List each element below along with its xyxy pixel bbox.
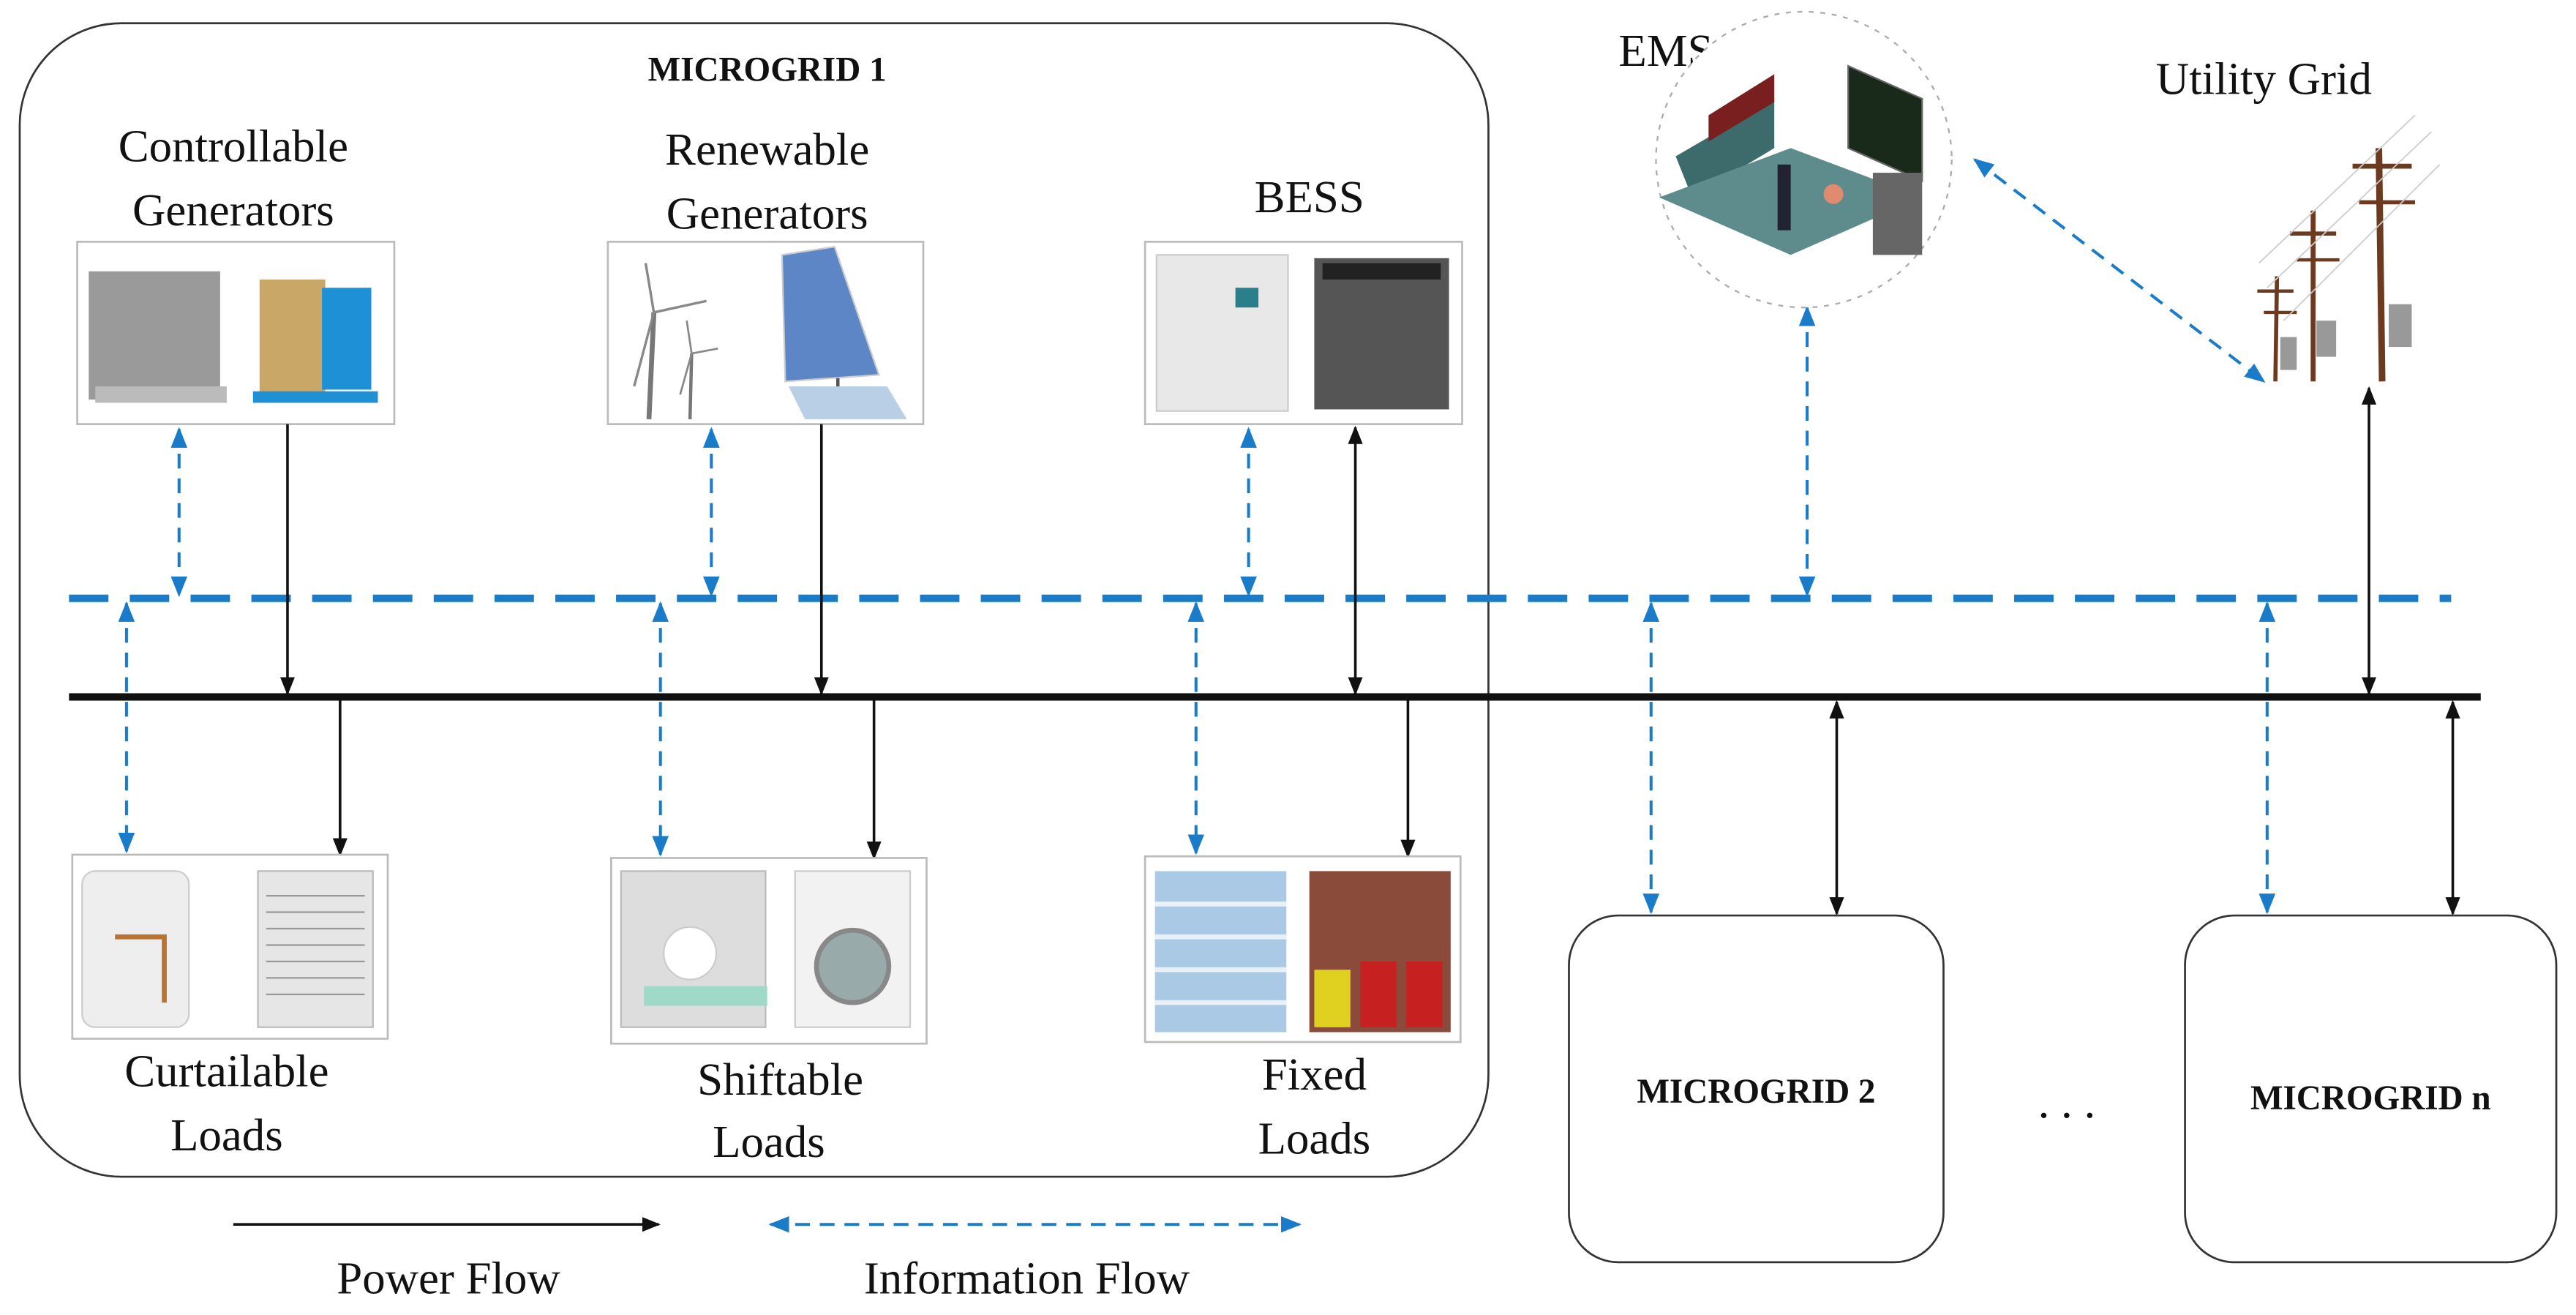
microgrid-1-title: MICROGRID 1 (648, 50, 887, 89)
utility-grid-label: Utility Grid (2156, 53, 2372, 104)
curtailable-label-1: Curtailable (124, 1046, 328, 1097)
controllable-label-1: Controllable (119, 120, 348, 171)
microgrid-2-label: MICROGRID 2 (1637, 1073, 1875, 1111)
battery-storage-icon (1144, 241, 1463, 425)
power-pole-icon (2257, 114, 2441, 382)
fixed-label-2: Loads (1258, 1113, 1371, 1164)
legend-information-label: Information Flow (864, 1253, 1190, 1304)
legend-power-label: Power Flow (337, 1253, 560, 1304)
ellipsis: . . . (2038, 1076, 2096, 1128)
info-arrow-ems-utility (1972, 158, 2266, 383)
microgrid-2-box (1568, 914, 1945, 1264)
renewable-label-2: Generators (666, 187, 868, 239)
curtailable-label-2: Loads (170, 1109, 283, 1161)
controllable-label-2: Generators (132, 184, 334, 236)
renewable-label-1: Renewable (665, 124, 869, 175)
control-room-icon (1655, 10, 1953, 309)
shiftable-label-1: Shiftable (697, 1054, 863, 1105)
water-heater-ac-icon (71, 853, 389, 1040)
dishwasher-washer-icon (609, 857, 928, 1045)
shiftable-label-2: Loads (713, 1116, 825, 1167)
diesel-generator-icon (76, 241, 396, 425)
hospital-firestation-icon (1144, 855, 1462, 1044)
bess-label: BESS (1255, 171, 1364, 222)
fixed-label-1: Fixed (1262, 1049, 1367, 1100)
microgrid-n-label: MICROGRID n (2250, 1079, 2491, 1117)
microgrid-n-box (2184, 914, 2558, 1264)
wind-solar-icon (607, 241, 925, 425)
